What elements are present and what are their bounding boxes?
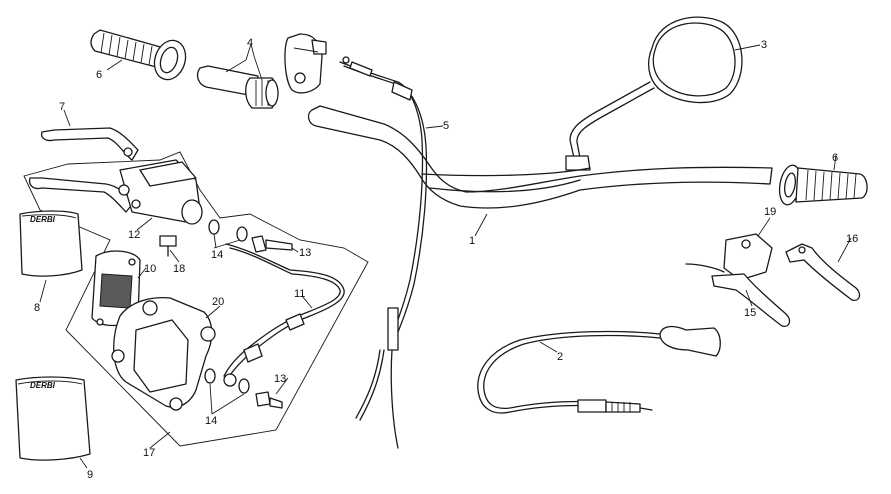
brake-hose [223, 243, 345, 387]
callout-12: 12 [128, 229, 140, 241]
callout-17: 17 [143, 447, 155, 459]
clutch-lever-separate [785, 243, 861, 301]
callout-7: 7 [59, 101, 65, 113]
callout-15: 15 [744, 307, 756, 319]
brake-lever-top [40, 127, 139, 161]
bleed-screw [159, 235, 177, 257]
brake-master-cylinder [28, 159, 203, 225]
pouch-lower-logo: DERBI [30, 381, 56, 390]
callout-19: 19 [764, 206, 776, 218]
throttle-assembly [196, 33, 327, 109]
callout-16: 16 [846, 233, 858, 245]
callout-1: 1 [469, 235, 475, 247]
callout-18: 18 [173, 263, 185, 275]
callout-4: 4 [247, 37, 253, 49]
callout-labels: 1 2 3 4 5 6 6 7 8 9 10 11 12 13 13 14 14… [34, 37, 858, 481]
callout-6-left: 6 [96, 69, 102, 81]
leader-lines [39, 43, 852, 469]
callout-13-upper: 13 [299, 247, 311, 259]
left-grip [90, 29, 187, 81]
callout-3: 3 [761, 39, 767, 51]
mirror [565, 16, 743, 171]
callout-2: 2 [557, 351, 563, 363]
banjo-bolt-upper [251, 235, 293, 253]
clutch-perch [685, 233, 773, 281]
callout-9: 9 [87, 469, 93, 481]
right-grip [778, 164, 868, 206]
callout-11: 11 [294, 288, 305, 300]
callout-14-lower: 14 [205, 415, 217, 427]
brake-caliper [111, 296, 216, 411]
clutch-cable [477, 325, 721, 414]
callout-10: 10 [144, 263, 156, 275]
callout-14-upper: 14 [211, 249, 223, 261]
callout-5: 5 [443, 120, 449, 132]
callout-8: 8 [34, 302, 40, 314]
tool-pouch-lower: DERBI [15, 376, 91, 461]
pouch-upper-logo: DERBI [30, 215, 56, 224]
throttle-cable [339, 56, 428, 449]
kit-outline [23, 151, 369, 447]
callout-6-right: 6 [832, 152, 838, 164]
washers [204, 219, 250, 394]
banjo-bolt-lower [255, 391, 283, 409]
callout-20: 20 [212, 296, 224, 308]
tool-pouch-upper: DERBI [19, 210, 83, 277]
handlebar [307, 105, 773, 209]
callout-13-lower: 13 [274, 373, 286, 385]
